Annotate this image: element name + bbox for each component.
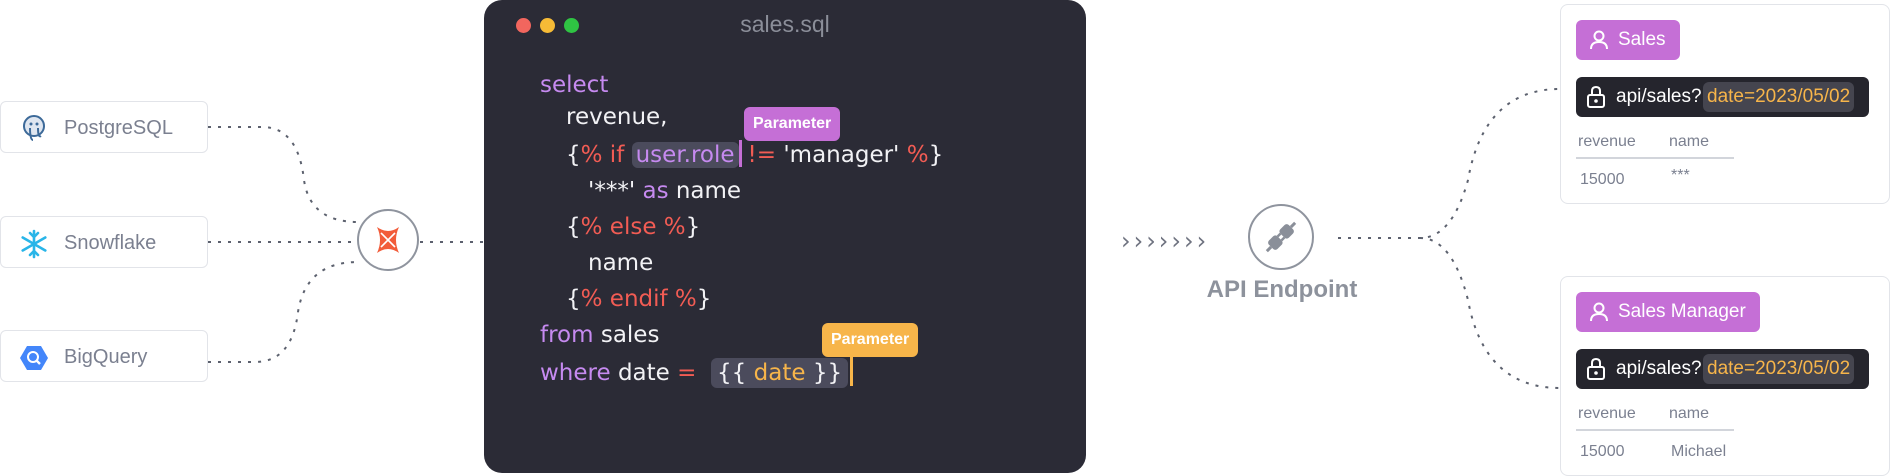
source-label: PostgreSQL <box>64 117 173 139</box>
table-divider <box>1576 157 1734 159</box>
code-line-1: select <box>540 70 608 100</box>
parameter-tag-date: Parameter <box>822 323 919 357</box>
parameter-user-role[interactable]: user.role <box>631 142 739 168</box>
code-brace: } <box>696 286 712 312</box>
role-badge[interactable]: Sales <box>1576 20 1680 60</box>
lock-icon <box>1587 357 1605 380</box>
keyword-from: from <box>540 322 594 348</box>
code-manager-literal: 'manager' <box>783 142 900 168</box>
maximize-window-dot[interactable] <box>564 18 579 33</box>
code-pct: % <box>906 142 929 168</box>
api-param: date=2023/05/02 <box>1703 354 1855 384</box>
column-header-revenue: revenue <box>1578 133 1636 150</box>
template-close: }} <box>812 360 843 386</box>
api-url-bar[interactable]: api/sales? date=2023/05/02 <box>1576 349 1869 389</box>
flow-chevrons: ››››››› <box>1121 227 1210 255</box>
code-date-col: date <box>617 360 670 386</box>
code-else: % else % <box>580 214 686 240</box>
source-bigquery[interactable]: BigQuery <box>0 330 208 382</box>
code-stars-literal: '***' <box>588 178 636 204</box>
code-line-5: {% else %} <box>566 212 700 242</box>
api-param: date=2023/05/02 <box>1703 82 1855 112</box>
cell-revenue: 15000 <box>1580 171 1625 188</box>
postgresql-icon <box>23 115 45 141</box>
role-card-sales: Sales api/sales? date=2023/05/02 revenue… <box>1560 4 1890 204</box>
cell-name: *** <box>1671 167 1690 184</box>
api-url-bar[interactable]: api/sales? date=2023/05/02 <box>1576 77 1869 117</box>
code-brace: } <box>685 214 701 240</box>
code-brace: { <box>566 142 581 168</box>
date-cursor <box>850 356 854 386</box>
code-equals: = <box>677 360 697 386</box>
sql-editor-window: sales.sql select revenue, {% if user.rol… <box>484 0 1086 473</box>
column-header-revenue: revenue <box>1578 405 1636 422</box>
keyword-where: where <box>540 360 611 386</box>
code-line-6: name <box>588 248 653 278</box>
code-if: % if <box>580 142 625 168</box>
plug-icon <box>1265 221 1297 253</box>
close-window-dot[interactable] <box>516 18 531 33</box>
table-divider <box>1576 429 1734 431</box>
minimize-window-dot[interactable] <box>540 18 555 33</box>
editor-filename: sales.sql <box>740 11 830 37</box>
code-neq: != <box>747 142 777 168</box>
user-icon <box>1590 302 1608 322</box>
user-icon <box>1590 30 1608 50</box>
code-brace: { <box>566 286 581 312</box>
keyword-select: select <box>540 72 609 98</box>
code-line-8: from sales <box>540 320 659 350</box>
code-line-7: {% endif %} <box>566 284 711 314</box>
code-line-3: {% if user.role != 'manager' %} <box>566 140 943 170</box>
code-line-4: '***' as name <box>588 176 741 206</box>
code-sales-table: sales <box>600 322 660 348</box>
template-open: {{ <box>717 360 747 386</box>
bigquery-icon <box>20 346 48 370</box>
cell-name: Michael <box>1671 443 1727 460</box>
api-path: api/sales? <box>1616 358 1702 379</box>
column-header-name: name <box>1669 405 1710 422</box>
api-path: api/sales? <box>1616 86 1702 107</box>
column-header-name: name <box>1669 133 1710 150</box>
source-label: BigQuery <box>64 346 148 368</box>
snowflake-icon <box>21 229 47 259</box>
code-revenue: revenue, <box>566 104 668 130</box>
role-label: Sales <box>1618 29 1666 50</box>
parameter-tag-user-role: Parameter <box>744 107 841 141</box>
hub-node <box>357 209 419 271</box>
api-endpoint-node[interactable] <box>1248 204 1314 270</box>
code-brace: { <box>566 214 581 240</box>
code-line-2: revenue, <box>566 102 667 132</box>
code-endif: % endif % <box>580 286 697 312</box>
lock-icon <box>1587 85 1605 108</box>
role-label: Sales Manager <box>1618 301 1746 322</box>
code-name-alias: name <box>675 178 742 204</box>
vulcan-logo-icon <box>377 227 399 253</box>
parameter-date[interactable]: {{ date }} <box>711 358 849 388</box>
keyword-as: as <box>642 178 669 204</box>
code-brace: } <box>928 142 944 168</box>
code-name-col: name <box>588 250 654 276</box>
role-badge[interactable]: Sales Manager <box>1576 292 1760 332</box>
api-endpoint-label: API Endpoint <box>1206 276 1358 303</box>
code-line-9: where date = {{ date }} <box>540 356 854 388</box>
source-label: Snowflake <box>64 232 157 254</box>
template-var: date <box>753 360 806 386</box>
role-card-sales-manager: Sales Manager api/sales? date=2023/05/02… <box>1560 276 1890 476</box>
source-snowflake[interactable]: Snowflake <box>0 216 208 268</box>
source-postgresql[interactable]: PostgreSQL <box>0 101 208 153</box>
cell-revenue: 15000 <box>1580 443 1625 460</box>
user-role-cursor <box>738 140 742 167</box>
